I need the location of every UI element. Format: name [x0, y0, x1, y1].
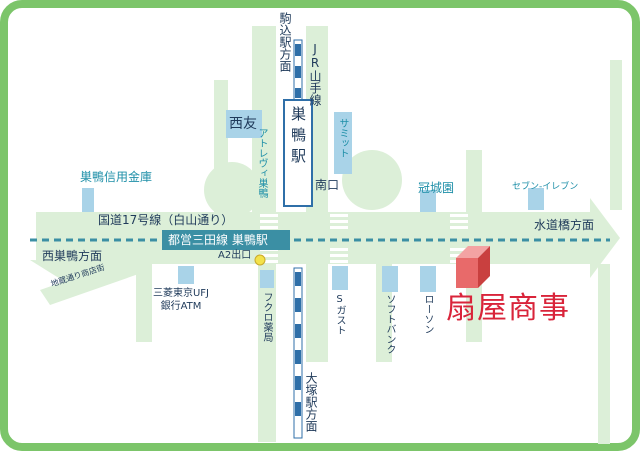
roundabout-east: [342, 150, 402, 210]
building-lawson: [420, 266, 436, 292]
label-summit: サミット: [337, 118, 348, 158]
label-subway-line: 都営三田線 巣鴨駅: [168, 233, 268, 247]
road-south-2: [306, 262, 328, 362]
label-jr-yamanote: JR山手線: [308, 42, 322, 106]
label-gusto: Sガスト: [334, 294, 345, 335]
jr-track-north: [293, 39, 303, 101]
building-summit: [334, 112, 352, 174]
label-mufg-atm: 三菱東京UFJ銀行ATM: [152, 288, 210, 312]
road-north-right: [466, 150, 482, 220]
label-shinkin: 巣鴨信用金庫: [80, 170, 153, 184]
road-east-v2: [598, 264, 610, 444]
road-east-v: [610, 60, 622, 210]
building-gusto: [332, 266, 348, 290]
label-south-exit: 南口: [315, 178, 340, 192]
building-seven: [528, 188, 544, 210]
label-atre: アトレヴィ巣鴨: [256, 128, 267, 198]
destination-marker-icon: [456, 246, 490, 288]
label-komagome-direction: 駒込駅方面: [278, 12, 292, 72]
subway-label-box: [162, 230, 290, 250]
left-curve-road: [30, 260, 120, 285]
jizo-street-road: [40, 255, 150, 305]
label-otsuka-direction: 大塚駅方面: [304, 372, 318, 432]
exit-dot-icon: [254, 254, 266, 266]
building-fukuro: [260, 270, 274, 288]
road-south-1: [258, 262, 276, 442]
label-seven-eleven: セブン-イレブン: [512, 182, 579, 192]
label-nishisugamo-direction: 西巣鴨方面: [42, 249, 103, 263]
building-nishitomo: [226, 110, 262, 138]
label-exit-a2: A2出口: [218, 250, 252, 261]
label-fukuro: フクロ薬局: [261, 292, 272, 342]
label-kanjo: 冠城園: [418, 181, 455, 195]
jr-track-south: [293, 267, 303, 439]
label-sugamo-station: 巣鴨駅: [289, 106, 307, 169]
building-kanjo: [420, 190, 436, 212]
building-softbank: [382, 266, 398, 292]
road-south-left: [136, 262, 152, 342]
building-shinkin-post: [82, 188, 94, 212]
sugamo-station-box: [283, 99, 313, 207]
label-softbank: ソフトバンク: [384, 294, 395, 354]
label-lawson: ローソン: [422, 294, 433, 334]
roundabout-west: [204, 162, 260, 218]
buildings: [82, 110, 544, 292]
building-mufg: [178, 266, 194, 284]
label-nishitomo: 西友: [229, 116, 257, 132]
company-name: 扇屋商事: [446, 291, 570, 326]
label-suidobashi-direction: 水道橋方面: [534, 218, 595, 232]
label-route17: 国道17号線（白山通り）: [98, 213, 234, 227]
direction-arrow-icon: [36, 250, 48, 266]
